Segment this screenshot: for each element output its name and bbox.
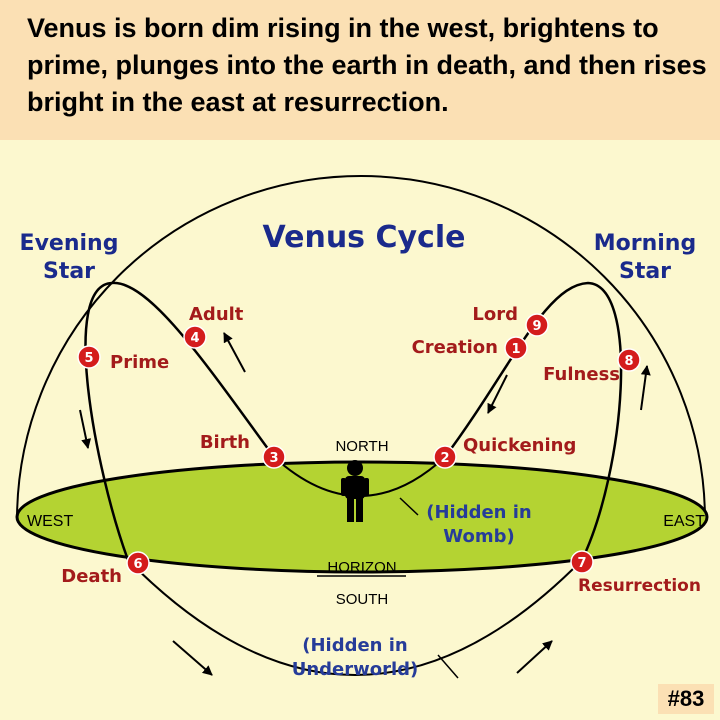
stage-marker-5: 5 Prime <box>77 345 169 373</box>
arrow-5-down <box>79 409 92 449</box>
stage-number-8: 8 <box>624 354 633 369</box>
stage-marker-1: 1 Creation <box>412 336 528 360</box>
stage-marker-7: 7 Resurrection <box>570 550 701 596</box>
arrow-underworld-left <box>172 640 213 676</box>
stage-label-3: Birth <box>200 432 250 453</box>
header-banner: Venus is born dim rising in the west, br… <box>0 0 720 140</box>
underworld-pointer <box>437 654 459 679</box>
arrow-4-up <box>223 332 246 373</box>
stage-number-4: 4 <box>190 331 199 346</box>
stage-label-4: Adult <box>189 304 244 325</box>
underworld-note-line2: Underworld) <box>292 659 419 680</box>
stage-number-5: 5 <box>84 351 93 366</box>
stage-number-7: 7 <box>577 556 586 571</box>
stage-label-7: Resurrection <box>578 576 701 596</box>
stage-label-6: Death <box>61 566 122 587</box>
stage-marker-3: 3 Birth <box>200 432 286 469</box>
stage-marker-4: 4 Adult <box>183 304 244 349</box>
stage-label-2: Quickening <box>463 435 576 456</box>
womb-pointer <box>399 497 419 516</box>
diagram-title: Venus Cycle <box>263 220 466 255</box>
evening-star-line1: Evening <box>20 231 119 256</box>
person-figure <box>341 460 369 522</box>
stage-label-9: Lord <box>472 304 518 325</box>
sky-dome <box>16 175 706 521</box>
stage-number-2: 2 <box>440 451 449 466</box>
morning-star-line1: Morning <box>594 231 696 256</box>
arrow-underworld-right <box>516 640 553 674</box>
west-label: WEST <box>27 513 73 530</box>
stage-number-9: 9 <box>532 319 541 334</box>
south-label: SOUTH <box>336 591 389 608</box>
north-label: NORTH <box>335 438 388 455</box>
evening-star-line2: Star <box>43 259 95 284</box>
arrow-8-up <box>640 365 651 411</box>
womb-note-line2: Womb) <box>443 526 514 547</box>
stage-marker-2: 2 Quickening <box>433 435 576 469</box>
stage-marker-9: 9 Lord <box>472 304 549 337</box>
underworld-arc <box>127 559 583 676</box>
stage-label-5: Prime <box>110 352 169 373</box>
horizon-label: HORIZON <box>327 559 396 576</box>
morning-star-line2: Star <box>619 259 671 284</box>
stage-label-8: Fulness <box>543 364 620 385</box>
stage-marker-8: 8 Fulness <box>543 348 641 385</box>
underworld-note-line1: (Hidden in <box>302 635 408 656</box>
stage-label-1: Creation <box>412 337 498 358</box>
east-label: EAST <box>663 513 705 530</box>
arrow-1-down <box>487 374 508 414</box>
slide-number: #83 <box>658 684 714 714</box>
stage-number-3: 3 <box>269 451 278 466</box>
stage-number-6: 6 <box>133 557 142 572</box>
venus-path <box>84 281 623 561</box>
header-text: Venus is born dim rising in the west, br… <box>27 13 707 117</box>
womb-note-line1: (Hidden in <box>426 502 532 523</box>
stage-number-1: 1 <box>511 342 520 357</box>
stage-marker-6: 6 Death <box>61 551 150 587</box>
